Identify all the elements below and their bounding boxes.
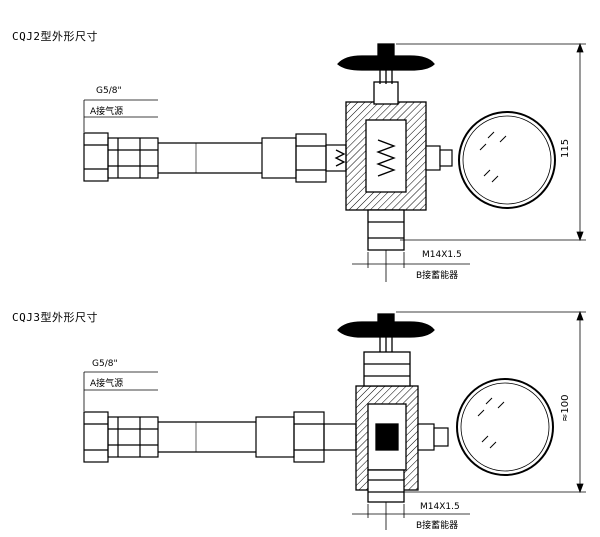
diagram-title: CQJ2型外形尺寸 xyxy=(12,30,98,43)
valve-body xyxy=(355,351,419,503)
port-dimension xyxy=(352,502,470,530)
air-source-label: A接气源 xyxy=(90,107,124,117)
inlet-nut xyxy=(83,132,159,182)
hose xyxy=(158,142,262,174)
thread-leader xyxy=(83,371,158,411)
height-dimension xyxy=(396,310,586,494)
inlet-nut xyxy=(83,411,159,463)
port-dimension xyxy=(352,250,470,282)
pressure-gauge xyxy=(456,378,554,476)
handwheel xyxy=(337,43,435,84)
accumulator-port-label: B接蓄能器 xyxy=(416,271,459,281)
thread-spec-label: G5/8" xyxy=(96,86,122,96)
handwheel xyxy=(337,313,435,352)
gauge-connector xyxy=(417,423,449,451)
air-source-label: A接气源 xyxy=(90,379,124,389)
port-thread-label: M14X1.5 xyxy=(420,502,460,512)
hose-fitting xyxy=(261,133,347,183)
pressure-gauge xyxy=(458,111,556,209)
hose-fitting xyxy=(255,411,357,463)
thread-leader xyxy=(83,99,158,132)
gauge-connector xyxy=(425,145,453,171)
hose xyxy=(158,421,256,453)
diagram-title: CQJ3型外形尺寸 xyxy=(12,311,98,324)
accumulator-port-label: B接蓄能器 xyxy=(416,521,459,531)
port-thread-label: M14X1.5 xyxy=(422,250,462,260)
thread-spec-label: G5/8" xyxy=(92,359,118,369)
height-dimension xyxy=(396,42,586,242)
height-dimension-label: ≈100 xyxy=(560,394,571,422)
